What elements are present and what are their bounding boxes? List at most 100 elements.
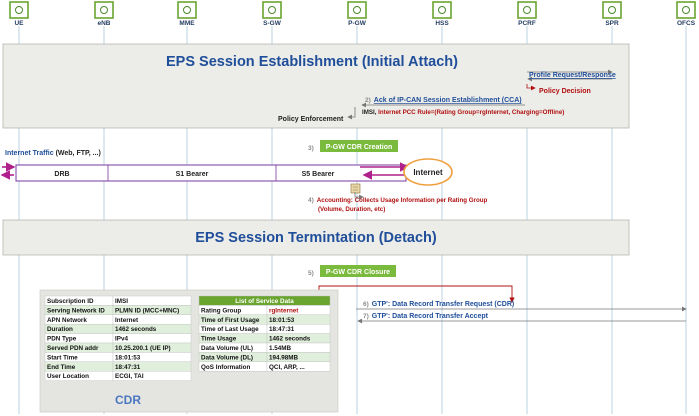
cdr-creation-step-number: 3) <box>308 145 314 152</box>
cdr-left-table: Subscription ID IMSI Serving Network ID PLM… <box>44 295 192 381</box>
cdr-field-name: Served PDN addr <box>47 345 99 352</box>
cdr-field-value: ECGI, TAI <box>115 373 144 380</box>
gtp-accept-label: GTP': Data Record Transfer Accept <box>372 313 489 320</box>
node-s-gw: S-GW <box>262 1 282 27</box>
policy-enforcement-arrow <box>347 107 356 120</box>
accounting-line2: (Volume, Duration, etc) <box>318 206 385 213</box>
detach-banner <box>2 219 630 256</box>
gtp-accept-step-number: 7) <box>363 313 369 320</box>
cdr-field-value: PLMN ID (MCC+MNC) <box>115 307 179 314</box>
cdr-field-name: End Time <box>47 364 76 371</box>
cdr-field-value: IPv4 <box>115 336 128 343</box>
cdr-field-name: Duration <box>47 326 73 333</box>
cdr-creation-label: P-GW CDR Creation <box>326 144 393 151</box>
pcc-rule-label: Internet PCC Rule=(Rating Group=rgIntern… <box>378 109 564 116</box>
policy-icon <box>517 1 537 19</box>
node-label: UE <box>14 20 24 27</box>
cdr-field-value: 18:47:31 <box>115 364 141 371</box>
node-label: PCRF <box>518 20 536 27</box>
gtp-request-step-number: 6) <box>363 301 369 308</box>
node-spr: SPR <box>602 1 622 27</box>
attach-banner <box>2 43 630 129</box>
cdr-field-value: 1462 seconds <box>115 326 157 333</box>
internet-traffic-label: Internet Traffic <box>5 150 54 157</box>
service-field-value: 18:01:53 <box>269 317 295 324</box>
node-header: UE eNB MME S-GW P-GW HSS PCRF SPR OFCS <box>9 1 696 27</box>
cca-label: Ack of IP-CAN Session Establishment (CCA… <box>374 97 522 104</box>
cdr-field-value: Internet <box>115 317 139 324</box>
s5-bearer-label: S5 Bearer <box>302 171 335 178</box>
drb-label: DRB <box>54 171 69 178</box>
accounting-line1: Accounting: Collects Usage Information p… <box>317 197 488 204</box>
node-p-gw: P-GW <box>347 1 367 27</box>
cdr-field-value: IMSI <box>115 298 128 305</box>
node-hss: HSS <box>432 1 452 27</box>
service-field-name: Data Volume (UL) <box>201 345 253 352</box>
service-field-name: Time Usage <box>201 336 237 343</box>
policy-decision-label: Policy Decision <box>539 88 591 95</box>
service-field-name: Data Volume (DL) <box>201 354 253 361</box>
cdr-field-name: PDN Type <box>47 336 77 343</box>
svg-text:4)Accounting: Collects Usage I: 4)Accounting: Collects Usage Information… <box>308 197 488 204</box>
cdr-creation-badge <box>320 140 398 152</box>
service-field-value: rgInternet <box>269 307 299 314</box>
svg-text:6)GTP': Data Record Transfer R: 6)GTP': Data Record Transfer Request (CD… <box>363 301 514 308</box>
node-label: eNB <box>97 20 110 27</box>
cdr-closure-step-number: 5) <box>308 270 314 277</box>
cdr-field-name: APN Network <box>47 317 87 324</box>
node-label: P-GW <box>348 20 367 27</box>
cdr-closure-arrow <box>318 285 515 303</box>
cca-step-number: 2) <box>365 97 371 104</box>
cdr-field-name: Serving Network ID <box>47 307 105 314</box>
cdr-closure-label: P-GW CDR Closure <box>326 269 390 276</box>
service-field-value: 1462 seconds <box>269 336 311 343</box>
accounting-step-number: 4) <box>308 197 314 204</box>
cdr-field-value: 10.25.200.1 (UE IP) <box>115 345 171 352</box>
node-mme: MME <box>177 1 197 27</box>
node-label: S-GW <box>263 20 282 27</box>
service-field-name: QoS Information <box>201 364 250 371</box>
service-field-value: 194.98MB <box>269 354 299 361</box>
profile-request-label: Profile Request/Response <box>529 72 616 79</box>
server-icon <box>177 1 197 19</box>
cdr-caption: CDR <box>115 393 141 407</box>
internet-label: Internet <box>413 168 443 177</box>
cdr-field-name: Start Time <box>47 354 78 361</box>
svg-text:2)Ack of IP-CAN Session Establ: 2)Ack of IP-CAN Session Establishment (C… <box>365 97 522 104</box>
service-field-value: 1.54MB <box>269 345 292 352</box>
node-label: SPR <box>605 20 619 27</box>
internet-traffic-suffix: (Web, FTP, ...) <box>54 150 101 157</box>
imsi-prefix: IMSI, <box>362 109 378 116</box>
node-label: OFCS <box>677 20 696 27</box>
gateway-icon <box>262 1 282 19</box>
service-field-name: Time of First Usage <box>201 317 260 324</box>
service-data-title: List of Service Data <box>235 298 294 305</box>
antenna-icon <box>94 1 114 19</box>
bearer-pipe <box>15 164 407 182</box>
policy-enforcement-label: Policy Enforcement <box>278 116 344 123</box>
svg-text:Internet Traffic (Web, FTP, ..: Internet Traffic (Web, FTP, ...) <box>5 150 101 157</box>
service-field-value: 18:47:31 <box>269 326 295 333</box>
accounting-icon <box>350 183 361 194</box>
cdr-field-name: Subscription ID <box>47 298 94 305</box>
attach-title: EPS Session Establishment (Initial Attac… <box>166 54 458 70</box>
internet-cloud <box>403 158 453 186</box>
node-label: HSS <box>435 20 449 27</box>
node-ofcs: OFCS <box>676 1 696 27</box>
service-field-name: Time of Last Usage <box>201 326 259 333</box>
cdr-field-name: User Location <box>47 373 89 380</box>
policy-decision-arrow <box>526 84 536 91</box>
node-ue: UE <box>9 1 29 27</box>
gtp-request-label: GTP': Data Record Transfer Request (CDR) <box>372 301 514 308</box>
svg-text:IMSI, Internet PCC Rule=(Ratin: IMSI, Internet PCC Rule=(Rating Group=rg… <box>362 109 564 116</box>
s1-bearer-label: S1 Bearer <box>176 171 209 178</box>
cdr-field-value: 18:01:53 <box>115 354 141 361</box>
node-pcrf: PCRF <box>517 1 537 27</box>
node-label: MME <box>179 20 195 27</box>
database-icon <box>602 1 622 19</box>
charging-icon <box>676 1 696 19</box>
node-enb: eNB <box>94 1 114 27</box>
phone-icon <box>9 1 29 19</box>
